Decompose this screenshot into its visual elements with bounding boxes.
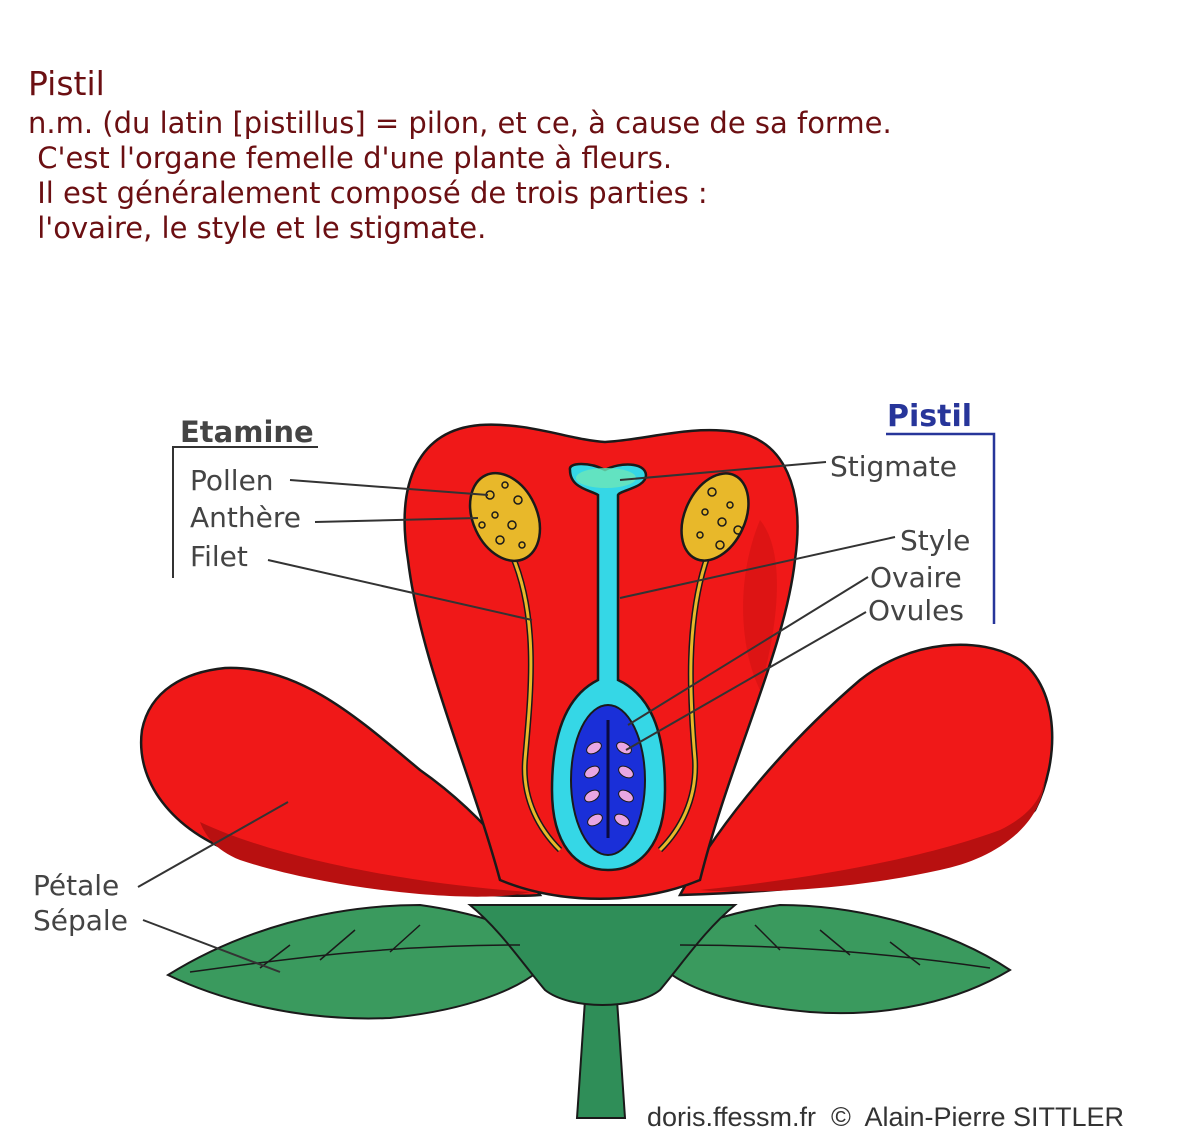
- label-anther: Anthère: [190, 501, 301, 534]
- label-pollen: Pollen: [190, 464, 274, 497]
- definition-block: Pistil n.m. (du latin [pistillus] = pilo…: [28, 62, 892, 246]
- label-stigma: Stigmate: [830, 450, 957, 483]
- filament-left-core: [510, 554, 562, 852]
- credit-text: doris.ffessm.fr © Alain-Pierre SITTLER: [647, 1102, 1124, 1132]
- filament-right-core: [658, 554, 710, 852]
- definition-line: Il est généralement composé de trois par…: [28, 176, 708, 210]
- label-petal: Pétale: [33, 869, 119, 902]
- ovules: [584, 741, 634, 827]
- stigma-tip: [576, 468, 636, 488]
- pistil-heading: Pistil: [887, 399, 972, 434]
- label-sepal: Sépale: [33, 904, 128, 937]
- definition-line: n.m. (du latin [pistillus] = pilon, et c…: [28, 106, 892, 140]
- stamen-heading: Etamine: [180, 415, 314, 449]
- receptacle: [467, 904, 738, 1006]
- definition-line: C'est l'organe femelle d'une plante à fl…: [28, 141, 673, 175]
- petal-back-shade: [743, 520, 777, 690]
- leader-lines: [137, 461, 896, 973]
- stamen-bracket: [172, 446, 318, 578]
- label-style: Style: [900, 524, 970, 557]
- definition-title: Pistil: [28, 64, 105, 103]
- pistil-bracket: [886, 432, 996, 624]
- label-ovary: Ovaire: [870, 561, 962, 594]
- definition-line: l'ovaire, le style et le stigmate.: [28, 211, 487, 245]
- label-filament: Filet: [190, 540, 248, 573]
- stem: [575, 999, 627, 1119]
- label-ovules: Ovules: [868, 594, 964, 627]
- petal-right-shadow: [700, 780, 1045, 892]
- pollen-grains: [478, 481, 743, 550]
- petal-left-shadow: [200, 822, 530, 897]
